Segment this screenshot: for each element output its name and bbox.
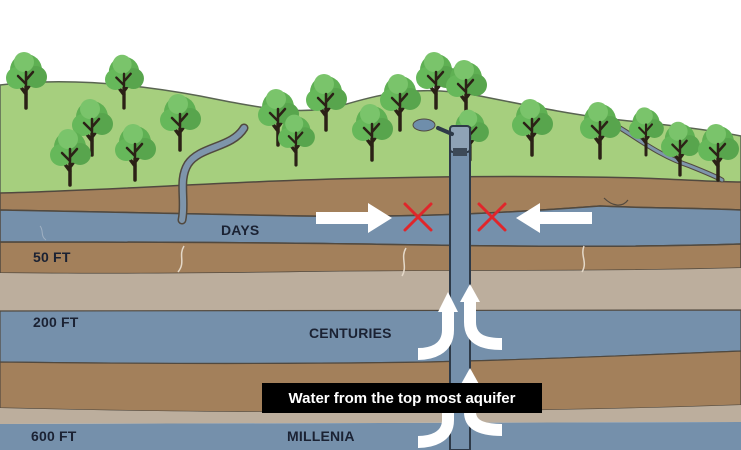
- caption-banner: Water from the top most aquifer: [262, 383, 542, 413]
- depth-label-200: 200 FT: [33, 314, 79, 330]
- depth-label-50: 50 FT: [33, 249, 71, 265]
- well-pump-icon: [436, 125, 471, 156]
- zone-label-centuries: CENTURIES: [309, 325, 392, 341]
- zone-label-days: DAYS: [221, 222, 260, 238]
- zone-label-millenia: MILLENIA: [287, 428, 355, 444]
- depth-label-600: 600 FT: [31, 428, 77, 444]
- blocked-x-icon: [477, 202, 507, 232]
- blocked-x-icon: [403, 202, 433, 232]
- upward-flow-arrow-icon: [417, 284, 503, 360]
